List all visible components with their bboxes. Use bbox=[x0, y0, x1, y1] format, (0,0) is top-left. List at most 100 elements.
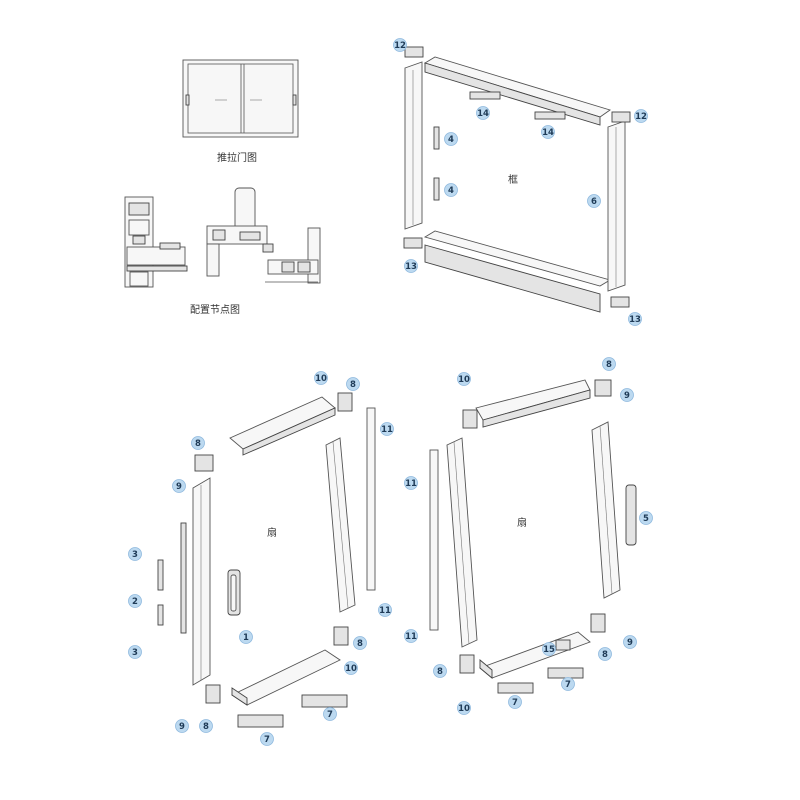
callout-L9a: 9 bbox=[172, 479, 186, 493]
callout-R9a: 9 bbox=[620, 388, 634, 402]
callout-number: 9 bbox=[179, 722, 185, 732]
callout-number: 8 bbox=[195, 439, 201, 449]
callout-R8a: 8 bbox=[602, 357, 616, 371]
callout-c6: 6 bbox=[587, 194, 601, 208]
callout-c13a: 13 bbox=[404, 259, 418, 273]
callout-number: 9 bbox=[627, 638, 633, 648]
callout-L8c: 8 bbox=[353, 636, 367, 650]
callout-c14b: 14 bbox=[541, 125, 555, 139]
callout-number: 13 bbox=[405, 262, 417, 272]
callout-L9b: 9 bbox=[175, 719, 189, 733]
callout-R15: 15 bbox=[542, 642, 556, 656]
callout-number: 11 bbox=[405, 479, 417, 489]
callout-number: 2 bbox=[132, 597, 138, 607]
sash-right-assembly bbox=[429, 379, 637, 694]
callout-number: 7 bbox=[565, 680, 571, 690]
callout-badge bbox=[404, 476, 418, 490]
callout-number: 11 bbox=[379, 606, 391, 616]
callout-R8c: 8 bbox=[598, 647, 612, 661]
callout-number: 8 bbox=[357, 639, 363, 649]
callout-number: 10 bbox=[458, 375, 470, 385]
callout-badge bbox=[541, 125, 555, 139]
callout-L7a: 7 bbox=[323, 707, 337, 721]
callout-badge bbox=[628, 312, 642, 326]
callout-number: 11 bbox=[405, 632, 417, 642]
callout-badge bbox=[623, 635, 637, 649]
callout-badge bbox=[346, 377, 360, 391]
callout-R7a: 7 bbox=[561, 677, 575, 691]
callout-badge bbox=[128, 645, 142, 659]
callout-badge bbox=[380, 422, 394, 436]
callout-badge bbox=[508, 695, 522, 709]
callout-R11b: 11 bbox=[404, 629, 418, 643]
callout-number: 1 bbox=[243, 633, 249, 643]
callout-badge bbox=[404, 629, 418, 643]
callout-number: 11 bbox=[381, 425, 393, 435]
sliding-door-elevation bbox=[182, 59, 299, 138]
callout-number: 9 bbox=[176, 482, 182, 492]
callout-badge bbox=[175, 719, 189, 733]
callout-badge bbox=[260, 732, 274, 746]
callout-number: 4 bbox=[448, 135, 454, 145]
callout-c12a: 12 bbox=[393, 38, 407, 52]
callout-number: 14 bbox=[542, 128, 554, 138]
callout-number: 12 bbox=[635, 112, 647, 122]
callout-L3a: 3 bbox=[128, 547, 142, 561]
callout-badge bbox=[172, 479, 186, 493]
callout-badge bbox=[378, 603, 392, 617]
callout-badge bbox=[344, 661, 358, 675]
callout-badge bbox=[457, 372, 471, 386]
callout-c14a: 14 bbox=[476, 106, 490, 120]
callout-number: 9 bbox=[624, 391, 630, 401]
callout-badge bbox=[433, 664, 447, 678]
callout-L8a: 8 bbox=[346, 377, 360, 391]
callout-badge bbox=[634, 109, 648, 123]
sliding-door-view-title: 推拉门图 bbox=[217, 151, 257, 164]
frame-assembly bbox=[403, 46, 631, 313]
callout-number: 8 bbox=[437, 667, 443, 677]
callout-L10a: 10 bbox=[314, 371, 328, 385]
callout-L10b: 10 bbox=[344, 661, 358, 675]
callout-badge bbox=[587, 194, 601, 208]
config-node-sections bbox=[124, 187, 321, 288]
callout-c4b: 4 bbox=[444, 183, 458, 197]
callout-badge bbox=[561, 677, 575, 691]
callout-R11a: 11 bbox=[404, 476, 418, 490]
callout-L1: 1 bbox=[239, 630, 253, 644]
callout-number: 6 bbox=[591, 197, 597, 207]
callout-number: 13 bbox=[629, 315, 641, 325]
callout-L7b: 7 bbox=[260, 732, 274, 746]
callout-number: 7 bbox=[264, 735, 270, 745]
callout-R9b: 9 bbox=[623, 635, 637, 649]
callout-badge bbox=[353, 636, 367, 650]
frame-title: 框 bbox=[508, 173, 518, 186]
callout-badge bbox=[457, 701, 471, 715]
callout-number: 8 bbox=[602, 650, 608, 660]
callout-number: 10 bbox=[345, 664, 357, 674]
sash-right-title: 扇 bbox=[517, 516, 527, 529]
callout-R10a: 10 bbox=[457, 372, 471, 386]
callout-L11b: 11 bbox=[378, 603, 392, 617]
callout-number: 7 bbox=[512, 698, 518, 708]
callout-c4a: 4 bbox=[444, 132, 458, 146]
callout-number: 3 bbox=[132, 550, 138, 560]
callout-number: 4 bbox=[448, 186, 454, 196]
callout-badge bbox=[542, 642, 556, 656]
callout-badge bbox=[639, 511, 653, 525]
callout-badge bbox=[128, 547, 142, 561]
callout-R8b: 8 bbox=[433, 664, 447, 678]
callout-badge bbox=[393, 38, 407, 52]
callout-badge bbox=[128, 594, 142, 608]
callout-number: 5 bbox=[643, 514, 649, 524]
sash-left-assembly bbox=[157, 392, 376, 728]
sash-left-title: 扇 bbox=[267, 526, 277, 539]
callout-c13b: 13 bbox=[628, 312, 642, 326]
callout-number: 10 bbox=[458, 704, 470, 714]
callout-R10b: 10 bbox=[457, 701, 471, 715]
callout-number: 8 bbox=[606, 360, 612, 370]
callout-number: 8 bbox=[203, 722, 209, 732]
callout-number: 8 bbox=[350, 380, 356, 390]
callout-badge bbox=[199, 719, 213, 733]
callout-badge bbox=[239, 630, 253, 644]
